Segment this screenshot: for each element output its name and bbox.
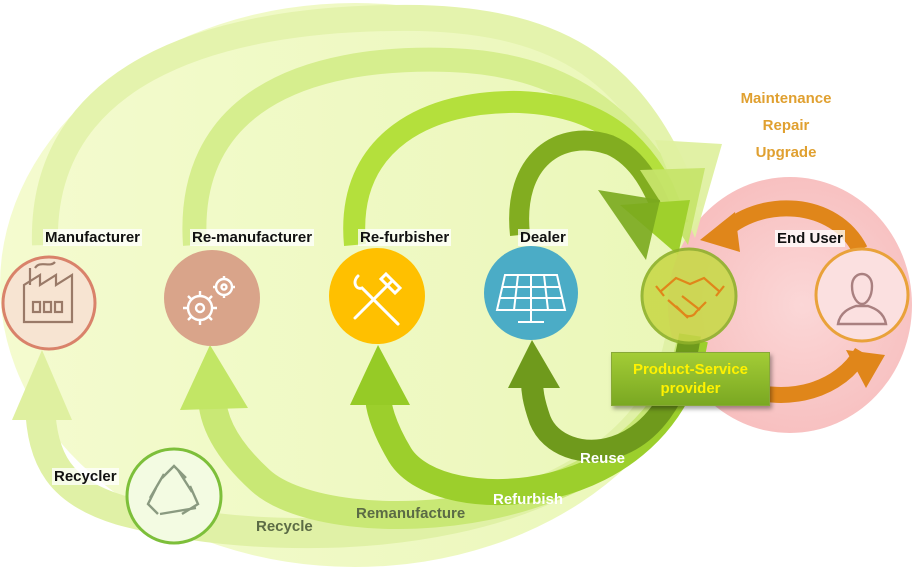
- dealer-label: Dealer: [518, 229, 568, 246]
- tools-icon: [353, 271, 403, 326]
- handshake-icon: [655, 276, 725, 319]
- factory-icon: [22, 261, 74, 324]
- end-user-label: End User: [775, 230, 845, 247]
- remanufacturer-label: Re-manufacturer: [190, 229, 315, 246]
- manufacture-loop-arc: [31, 4, 703, 246]
- provider-node: [640, 247, 738, 345]
- remanufacture-return-arrowhead: [180, 345, 248, 410]
- user-icon: [836, 272, 888, 326]
- provider-label-line2: provider: [660, 380, 721, 397]
- solar-panel-icon: [495, 274, 567, 323]
- refurbisher-label: Re-furbisher: [358, 229, 452, 246]
- user-to-service-arrowhead: [846, 350, 885, 388]
- reuse-flow-label: Reuse: [580, 450, 626, 467]
- remanufacturer-node: [164, 250, 260, 346]
- manufacturer-node: [1, 255, 97, 351]
- end-user-node: [814, 247, 910, 343]
- provider-label-box: Product-Service provider: [611, 352, 770, 406]
- recycle-icon: [146, 464, 200, 516]
- service-repair: Repair: [762, 117, 810, 134]
- recycle-arrowhead: [12, 350, 72, 420]
- reuse-arrowhead: [598, 190, 660, 260]
- recycle-flow-label: Recycle: [256, 518, 313, 535]
- dealer-node: [484, 246, 578, 340]
- services-list: Maintenance Repair Upgrade: [730, 85, 842, 166]
- refurbish-return-arrowhead: [350, 345, 410, 405]
- gears-icon: [183, 276, 235, 325]
- remanufacture-flow-label: Remanufacture: [356, 505, 466, 522]
- refurbisher-node: [329, 248, 425, 344]
- recycler-label: Recycler: [52, 468, 119, 485]
- provider-label-line1: Product-Service: [632, 361, 749, 378]
- service-upgrade: Upgrade: [755, 144, 817, 161]
- reuse-return-arrowhead: [508, 340, 560, 388]
- service-to-user-arrowhead: [700, 212, 740, 252]
- refurbish-flow-label: Refurbish: [493, 491, 564, 508]
- service-maintenance: Maintenance: [740, 90, 832, 107]
- manufacturer-label: Manufacturer: [43, 229, 143, 246]
- recycler-node: [125, 447, 223, 545]
